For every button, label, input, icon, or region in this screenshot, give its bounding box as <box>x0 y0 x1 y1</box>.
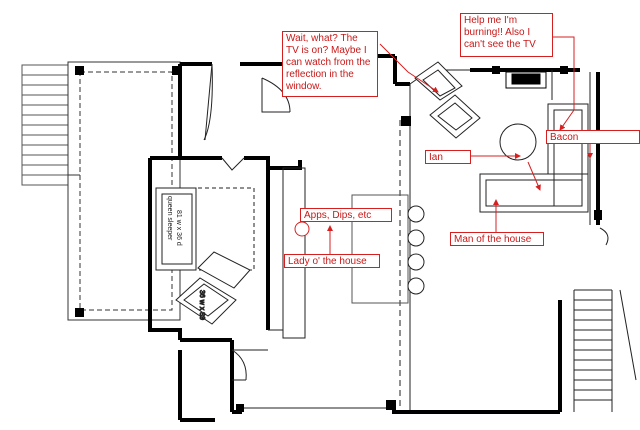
annotation-man: Man of the house <box>450 232 544 246</box>
exterior-walls <box>148 54 600 422</box>
bar-stools <box>407 205 425 295</box>
queen-sleeper-sofa: queen sleeper 81 w x 36 d <box>155 187 255 271</box>
doors <box>203 63 609 381</box>
annotation-arrows <box>327 36 593 254</box>
deck-posts <box>75 66 181 317</box>
kitchen-island <box>351 194 409 304</box>
armchair-left-room: 36 w x 39 <box>175 251 251 325</box>
sectional-sofa <box>479 103 589 213</box>
annotation-burning: Help me I'm burning!! Also I can't see t… <box>460 13 553 57</box>
armchairs-bay-window <box>414 61 481 139</box>
sofa-label-1: queen sleeper <box>166 196 173 241</box>
annotation-tv-reflection: Wait, what? The TV is on? Maybe I can wa… <box>282 31 378 97</box>
interior-lines <box>232 70 591 410</box>
fireplace <box>505 71 547 89</box>
wall-posts <box>236 66 602 412</box>
annotation-apps-dips: Apps, Dips, etc <box>300 208 392 222</box>
lady-marker <box>294 221 310 237</box>
annotation-lady: Lady o' the house <box>284 254 380 268</box>
sofa-label-2: 81 w x 36 d <box>175 210 182 246</box>
round-coffee-table <box>499 123 537 161</box>
stairs-right <box>573 289 637 412</box>
annotation-bacon: Bacon <box>546 130 640 144</box>
annotation-ian: Ian <box>425 150 471 164</box>
chair-label: 36 w x 39 <box>198 290 205 320</box>
deck-steps <box>21 64 69 186</box>
